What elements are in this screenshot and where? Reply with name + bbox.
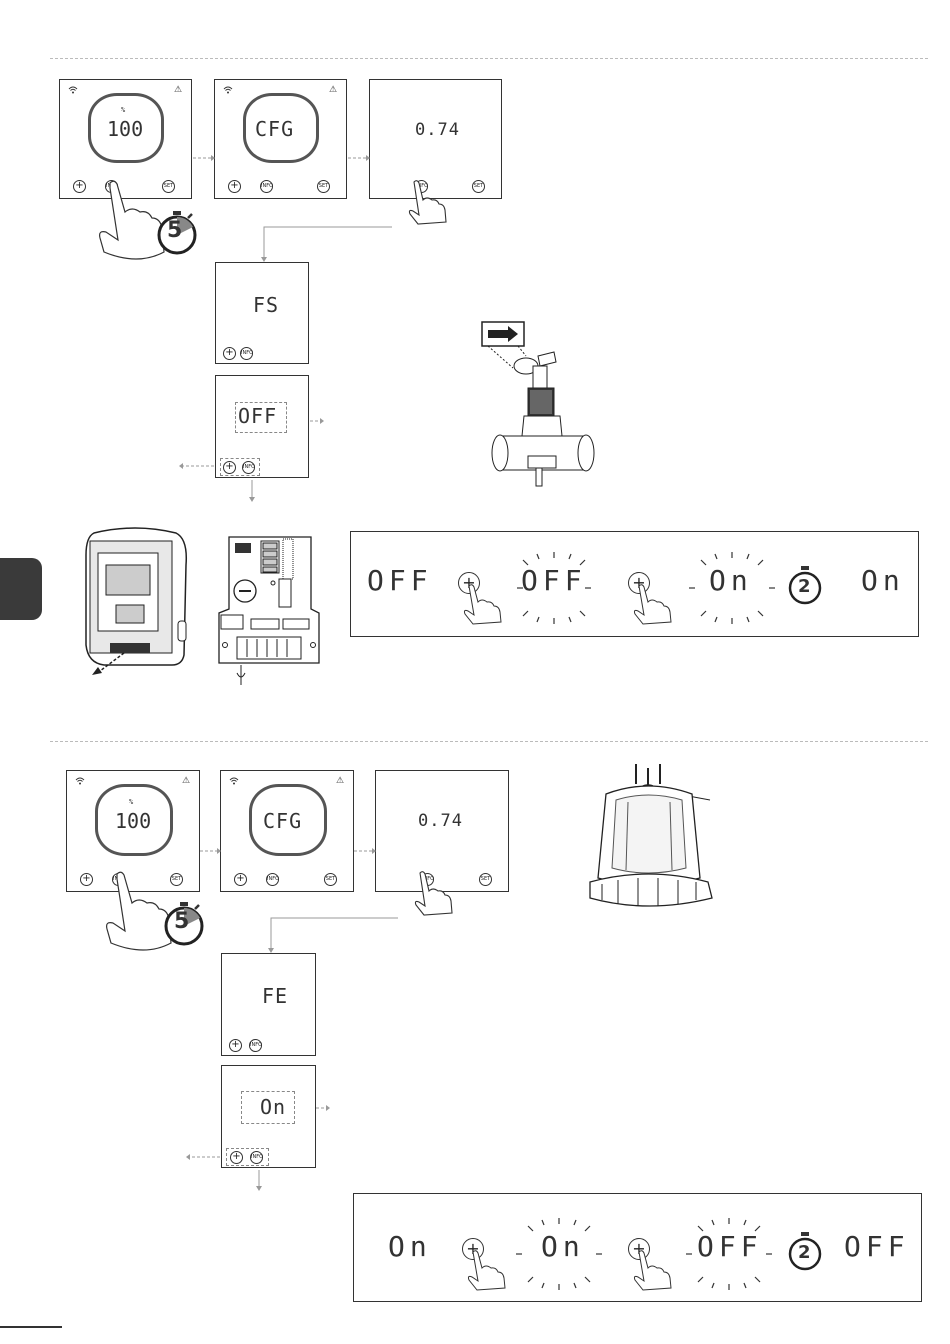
state-screen: On + INFO	[221, 1065, 316, 1168]
page-footer-rule	[0, 1326, 62, 1328]
timer-seconds: 2	[798, 1242, 812, 1263]
info-button[interactable]: INFO	[249, 1039, 262, 1052]
parameter-value: FE	[262, 984, 288, 1008]
plus-button[interactable]: +	[230, 1151, 243, 1164]
sequence-start-value: On	[388, 1230, 432, 1263]
hand-press-icon	[467, 1248, 507, 1290]
sequence-end-value: OFF	[844, 1230, 910, 1263]
plus-button[interactable]: +	[229, 1039, 242, 1052]
sequence-blink-value-1: On	[541, 1230, 585, 1263]
sequence-blink-value-2: OFF	[697, 1230, 763, 1263]
state-value: On	[260, 1095, 286, 1119]
info-button[interactable]: INFO	[250, 1151, 263, 1164]
electrolysis-cell-illustration	[588, 758, 718, 918]
hand-press-icon	[414, 869, 454, 917]
hand-press-icon	[633, 1248, 673, 1290]
parameter-screen: FE + INFO	[221, 953, 316, 1056]
timer-seconds: 5	[174, 909, 190, 934]
sequence-panel: On + On + OFF 2 OFF	[353, 1193, 922, 1302]
